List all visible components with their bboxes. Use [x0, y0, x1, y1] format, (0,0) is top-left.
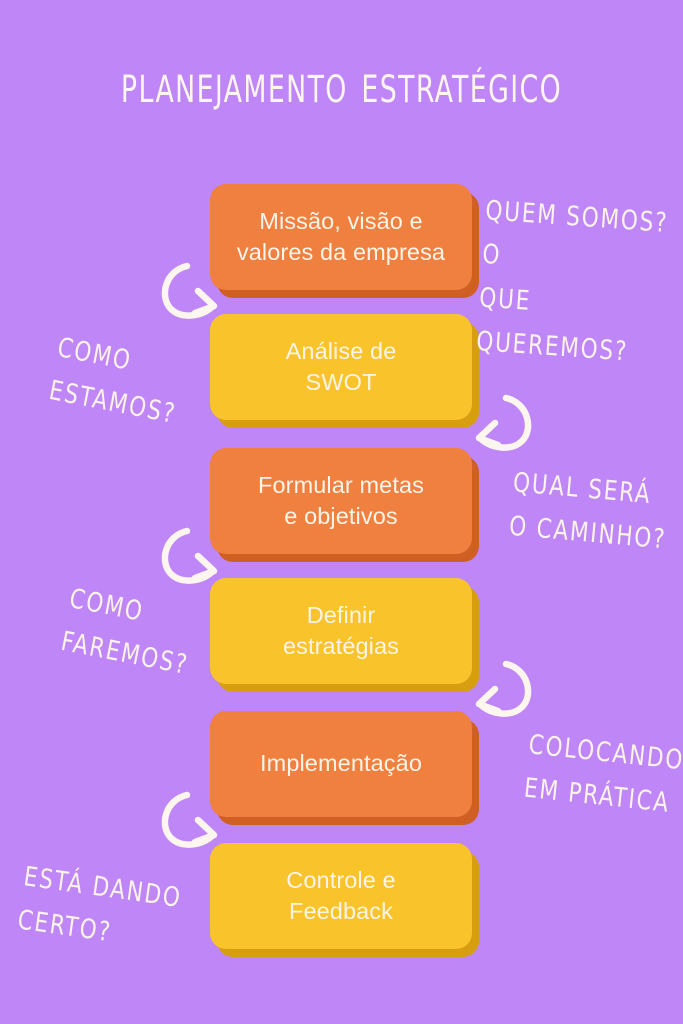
- flow-step-1: Missão, visão e valores da empresa: [210, 184, 472, 290]
- flow-step-1-label: Missão, visão e valores da empresa: [236, 207, 446, 265]
- caption-esta-dando-certo: Está dando certo?: [15, 860, 184, 948]
- flow-step-5-label: Implementação: [260, 750, 422, 777]
- flow-step-4: Definir estratégias: [210, 578, 472, 684]
- flow-step-2: Análise de SWOT: [210, 314, 472, 420]
- flow-step-3-label: Formular metas e objetivos: [258, 471, 424, 529]
- flow-step-2-label: Análise de SWOT: [285, 337, 397, 395]
- caption-como-estamos: Como estamos?: [46, 331, 179, 430]
- curved-arrow-left-icon: [470, 660, 536, 723]
- curved-arrow-left-icon: [470, 394, 536, 457]
- flow-step-6: Controle e Feedback: [210, 843, 472, 949]
- flow-step-5: Implementação: [210, 711, 472, 817]
- flow-step-4-label: Definir estratégias: [282, 601, 400, 659]
- flow-step-3: Formular metas e objetivos: [210, 448, 472, 554]
- caption-colocando-em-pratica: Colocando em prática: [522, 728, 683, 819]
- flow-step-6-label: Controle e Feedback: [286, 866, 396, 924]
- page-title: Planejamento estratégico: [120, 52, 563, 115]
- caption-qual-sera-o-caminho: Qual será o caminho?: [507, 466, 668, 555]
- caption-como-faremos: Como faremos?: [58, 582, 192, 681]
- caption-quem-somos: Quem somos? O que queremos?: [475, 194, 670, 367]
